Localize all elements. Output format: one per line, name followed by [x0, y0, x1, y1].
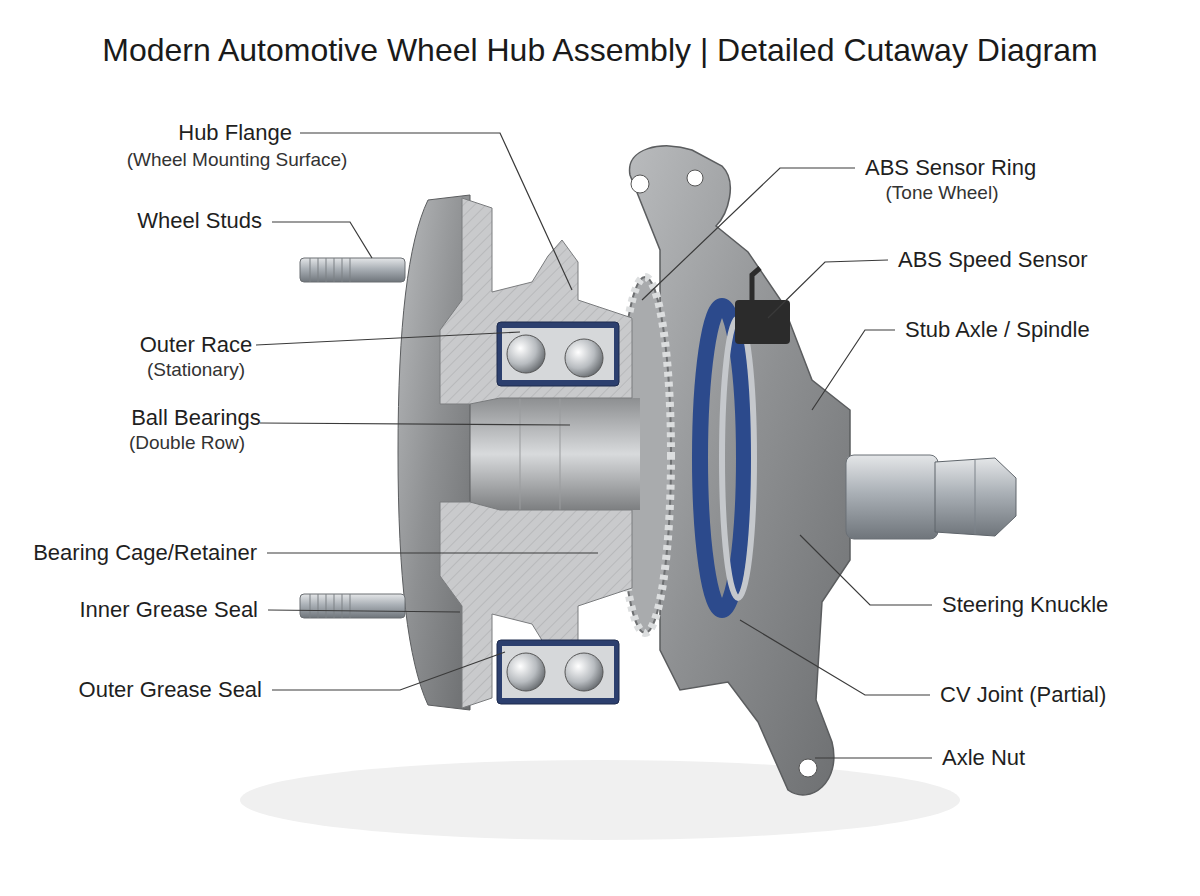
part-label: Wheel Studs [137, 208, 262, 234]
leader-line [268, 610, 460, 612]
leader-line [260, 423, 570, 425]
diagram-title: Modern Automotive Wheel Hub Assembly | D… [102, 31, 1097, 69]
knuckle-hole [687, 170, 703, 186]
part-label: Outer Grease Seal [79, 677, 262, 703]
leader-line [740, 620, 930, 695]
bearing-cavity [502, 328, 614, 380]
bearing-cavity [502, 646, 614, 698]
part-note: (Double Row) [129, 432, 245, 455]
leader-line [642, 168, 855, 300]
hub-section [440, 198, 632, 404]
wheel-stud [300, 594, 405, 618]
part-label: CV Joint (Partial) [940, 682, 1106, 708]
part-label: Bearing Cage/Retainer [33, 540, 257, 566]
bore-line [520, 398, 521, 510]
leader-line [256, 332, 520, 345]
stud-thread [310, 594, 350, 618]
leader-line [815, 757, 932, 758]
part-label: Ball Bearings [131, 405, 261, 431]
bearing-race [497, 640, 619, 704]
axle-nut [935, 458, 1016, 536]
part-label: Hub Flange [178, 120, 292, 146]
stud-thread [310, 258, 350, 282]
part-note: (Tone Wheel) [886, 182, 999, 205]
ball-bearing [565, 653, 603, 691]
bore-line [560, 398, 561, 510]
knuckle-hole [799, 759, 817, 777]
leader-line [267, 552, 598, 553]
part-note: (Wheel Mounting Surface) [127, 149, 348, 172]
part-label: Axle Nut [942, 745, 1025, 771]
leader-line [800, 535, 932, 605]
stub-axle [846, 455, 938, 539]
nut-edge [975, 460, 976, 534]
ball-bearing [507, 653, 545, 691]
knuckle-hole [631, 175, 649, 193]
wheel-stud [300, 258, 405, 282]
abs-sensor [735, 300, 790, 344]
sensor-wire [752, 268, 760, 300]
part-label: ABS Sensor Ring [865, 155, 1036, 181]
leader-line [272, 652, 505, 690]
part-label: Inner Grease Seal [79, 597, 258, 623]
part-label: ABS Speed Sensor [898, 247, 1088, 273]
hub-section [440, 502, 632, 708]
ball-bearing [507, 335, 545, 373]
part-note: (Stationary) [147, 359, 245, 382]
ball-bearing [565, 339, 603, 377]
seal-lip [722, 318, 754, 598]
hub-flange [398, 195, 470, 710]
leader-line [768, 260, 888, 318]
leader-line [272, 222, 372, 258]
part-label: Outer Race [140, 332, 253, 358]
part-label: Stub Axle / Spindle [905, 317, 1090, 343]
bearing-race [497, 322, 619, 386]
leader-line [812, 330, 895, 410]
shadow [240, 760, 960, 840]
part-label: Steering Knuckle [942, 592, 1108, 618]
